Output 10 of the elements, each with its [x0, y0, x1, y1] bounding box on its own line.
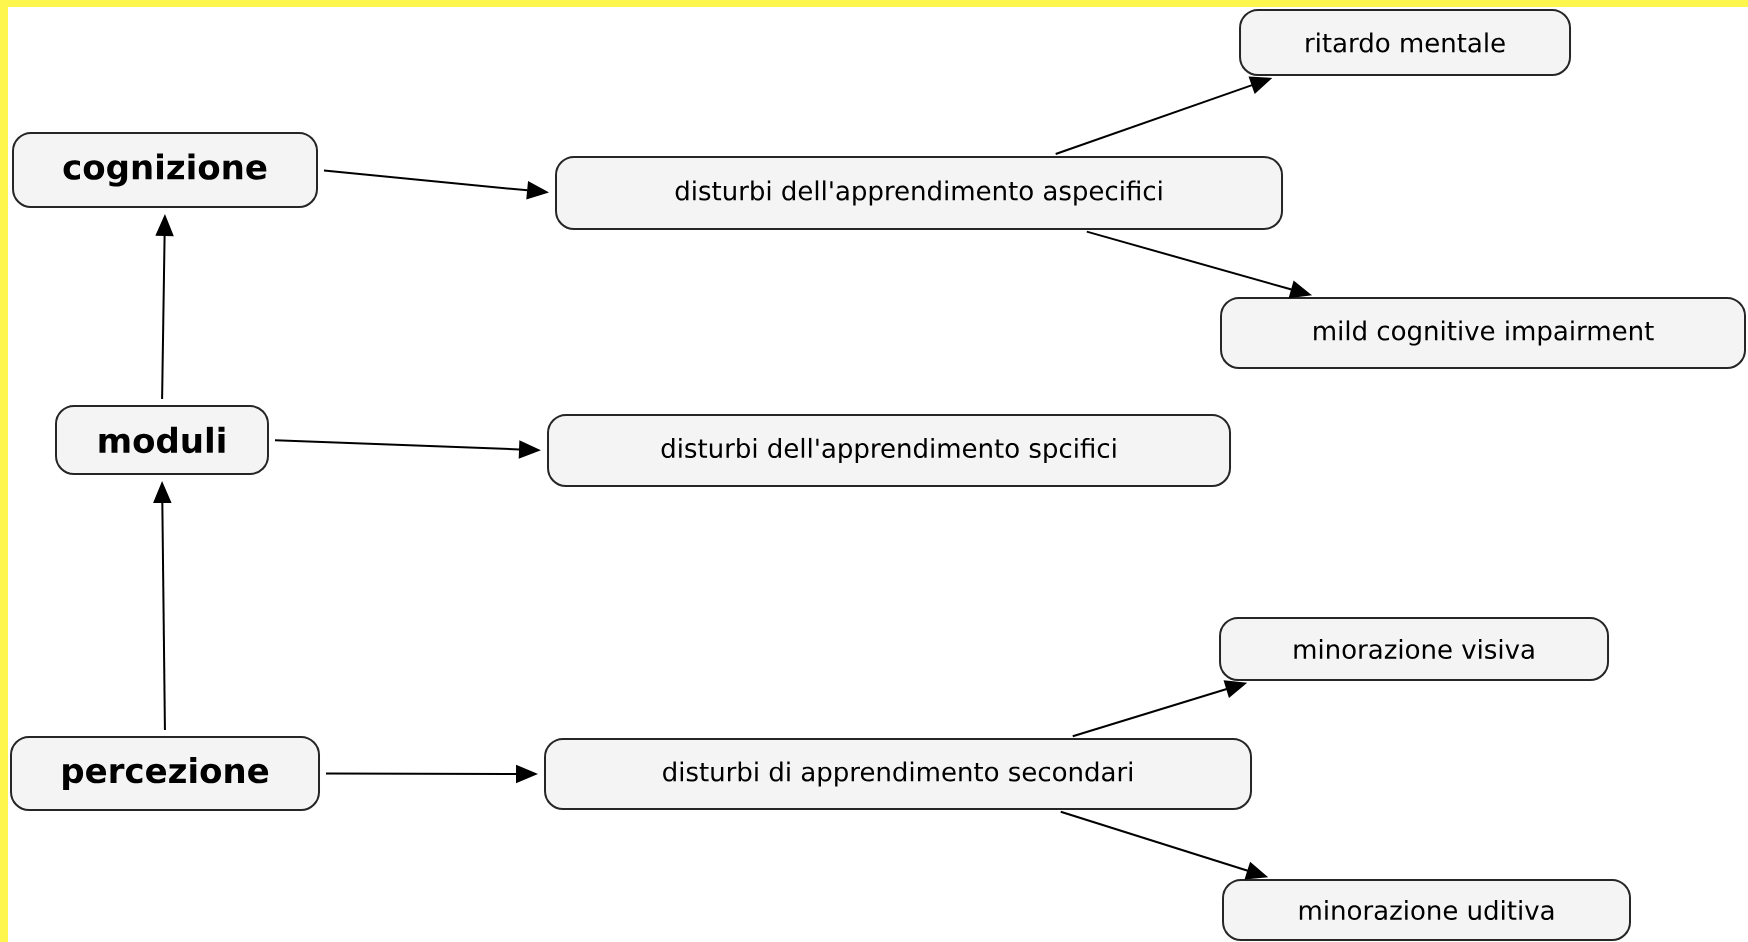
concept-box: percezione: [10, 736, 320, 811]
concept-box: ritardo mentale: [1239, 9, 1572, 76]
concept-box: cognizione: [12, 132, 318, 208]
concept-box: disturbi dell'apprendimento aspecifici: [555, 156, 1283, 230]
concept-box: disturbi di apprendimento secondari: [544, 738, 1252, 810]
concept-box: minorazione visiva: [1219, 617, 1610, 681]
concept-box: minorazione uditiva: [1222, 879, 1631, 941]
concept-box: mild cognitive impairment: [1220, 297, 1746, 369]
concept-box: moduli: [55, 405, 269, 475]
concept-box: disturbi dell'apprendimento spcifici: [547, 414, 1231, 487]
